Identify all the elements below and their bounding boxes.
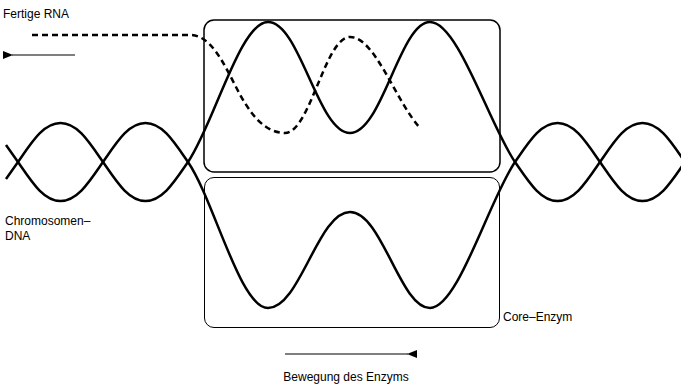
dna-label: Chromosomen– DNA <box>5 214 97 244</box>
movement-label: Bewegung des Enzyms <box>283 370 408 385</box>
dna-strand <box>6 22 681 201</box>
direction-arrow <box>12 54 75 55</box>
dna-strand <box>6 123 681 308</box>
rna-label: Fertige RNA <box>3 7 69 22</box>
direction-arrow <box>285 353 408 354</box>
enzyme-label: Core–Enzym <box>503 310 572 325</box>
rna-strand <box>32 35 420 133</box>
enzyme-box: Core–Enzym <box>204 177 500 328</box>
